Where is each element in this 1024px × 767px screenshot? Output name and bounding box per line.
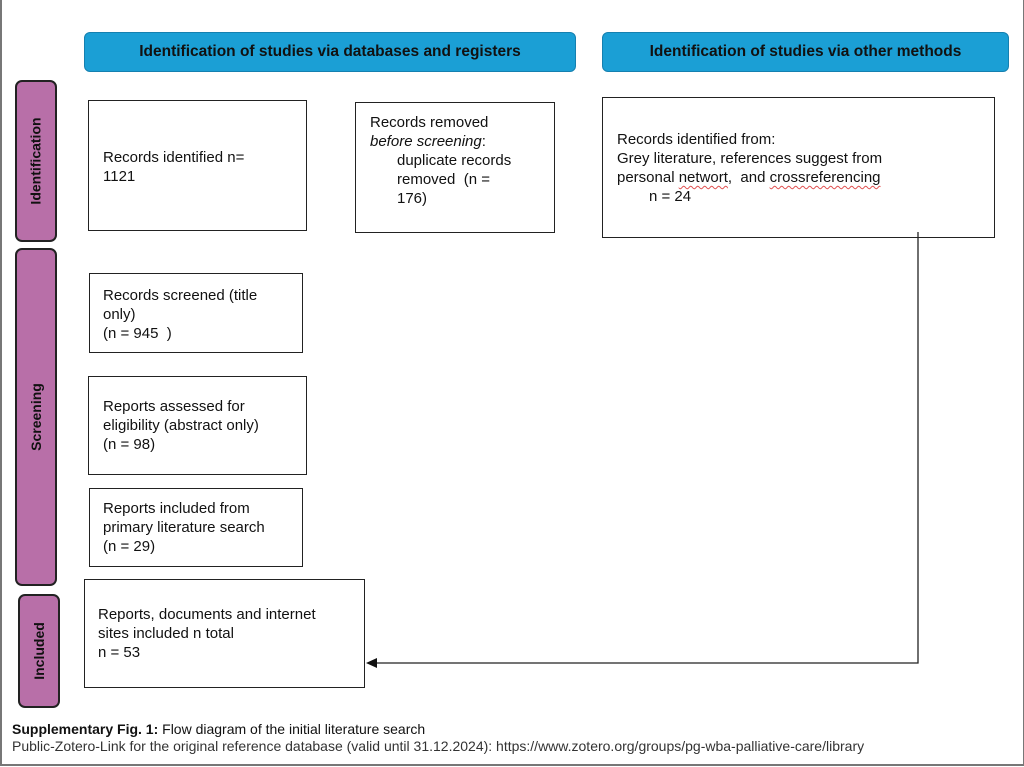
box-text: 1121 <box>103 168 136 185</box>
caption-text: Flow diagram of the initial literature s… <box>158 721 426 737</box>
arrowhead-icon <box>366 658 377 668</box>
box-text: Grey literature, references suggest from <box>617 150 883 167</box>
box-text: 176) <box>397 190 428 207</box>
box-text: Records screened (title <box>103 287 258 304</box>
box-text: Reports, documents and internet <box>98 606 316 623</box>
box-text: (n = 29) <box>103 538 156 555</box>
box-text: : <box>481 133 486 150</box>
figure-caption: Supplementary Fig. 1: Flow diagram of th… <box>12 721 864 755</box>
box-text: n = 53 <box>98 644 141 661</box>
box-text: primary literature search <box>103 519 265 536</box>
box-text: Records identified from: <box>617 131 776 148</box>
box-text: Reports included from <box>103 500 250 517</box>
box-text: personal <box>617 169 679 186</box>
box-text: sites included n total <box>98 625 234 642</box>
box-text: only) <box>103 306 136 323</box>
box-text-misspelled: networt <box>678 169 728 186</box>
stage-screening: Screening <box>15 248 57 586</box>
box-text: , and <box>727 169 770 186</box>
box-records-screened: Records screened (title only) (n = 945 ) <box>89 273 303 353</box>
box-text: removed (n = <box>397 171 490 188</box>
caption-label: Supplementary Fig. 1: <box>12 721 159 737</box>
box-text-italic: before screening <box>370 133 482 150</box>
box-text: n = 24 <box>649 188 692 205</box>
header-other-methods: Identification of studies via other meth… <box>602 32 1009 72</box>
box-records-identified: Records identified n= 1121 <box>88 100 307 231</box>
header-databases: Identification of studies via databases … <box>84 32 576 72</box>
box-text-misspelled: crossreferencing <box>769 169 881 186</box>
box-reports-assessed: Reports assessed for eligibility (abstra… <box>88 376 307 475</box>
stage-included: Included <box>18 594 60 708</box>
box-included-total: Reports, documents and internet sites in… <box>84 579 365 688</box>
box-text: eligibility (abstract only) <box>103 417 259 434</box>
caption-link-line: Public-Zotero-Link for the original refe… <box>12 738 865 754</box>
connector-arrow <box>375 232 919 664</box>
box-text: (n = 98) <box>103 436 156 453</box>
box-text: Reports assessed for <box>103 398 245 415</box>
box-text: Records removed <box>370 114 489 131</box>
box-text: Records identified n= <box>103 149 245 166</box>
box-records-removed: Records removed before screening: duplic… <box>355 102 555 233</box>
box-text: duplicate records <box>397 152 512 169</box>
stage-identification: Identification <box>15 80 57 242</box>
box-reports-included-primary: Reports included from primary literature… <box>89 488 303 567</box>
box-text: (n = 945 ) <box>103 325 172 342</box>
box-other-records: Records identified from: Grey literature… <box>602 97 995 238</box>
